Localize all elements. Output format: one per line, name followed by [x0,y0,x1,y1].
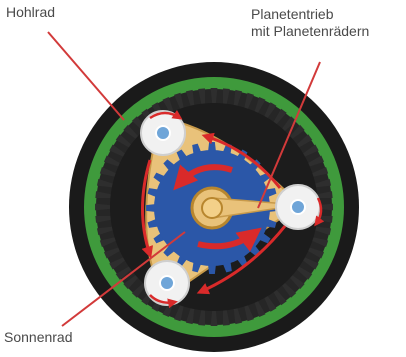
planet-gear-right [276,185,320,229]
label-sonnenrad: Sonnenrad [4,329,73,346]
planet-pin-top [156,126,170,140]
sun-gear-bore [202,198,222,218]
label-planetentrieb-line1: Planetentrieb [251,6,334,23]
label-hohlrad: Hohlrad [6,4,55,21]
label-planetentrieb-line2: mit Planetenrädern [251,23,369,40]
leader-line-hohlrad [48,32,124,120]
planet-pin-right [291,200,305,214]
planet-gear-bottom [145,261,189,305]
planet-pin-bottom [160,276,174,290]
